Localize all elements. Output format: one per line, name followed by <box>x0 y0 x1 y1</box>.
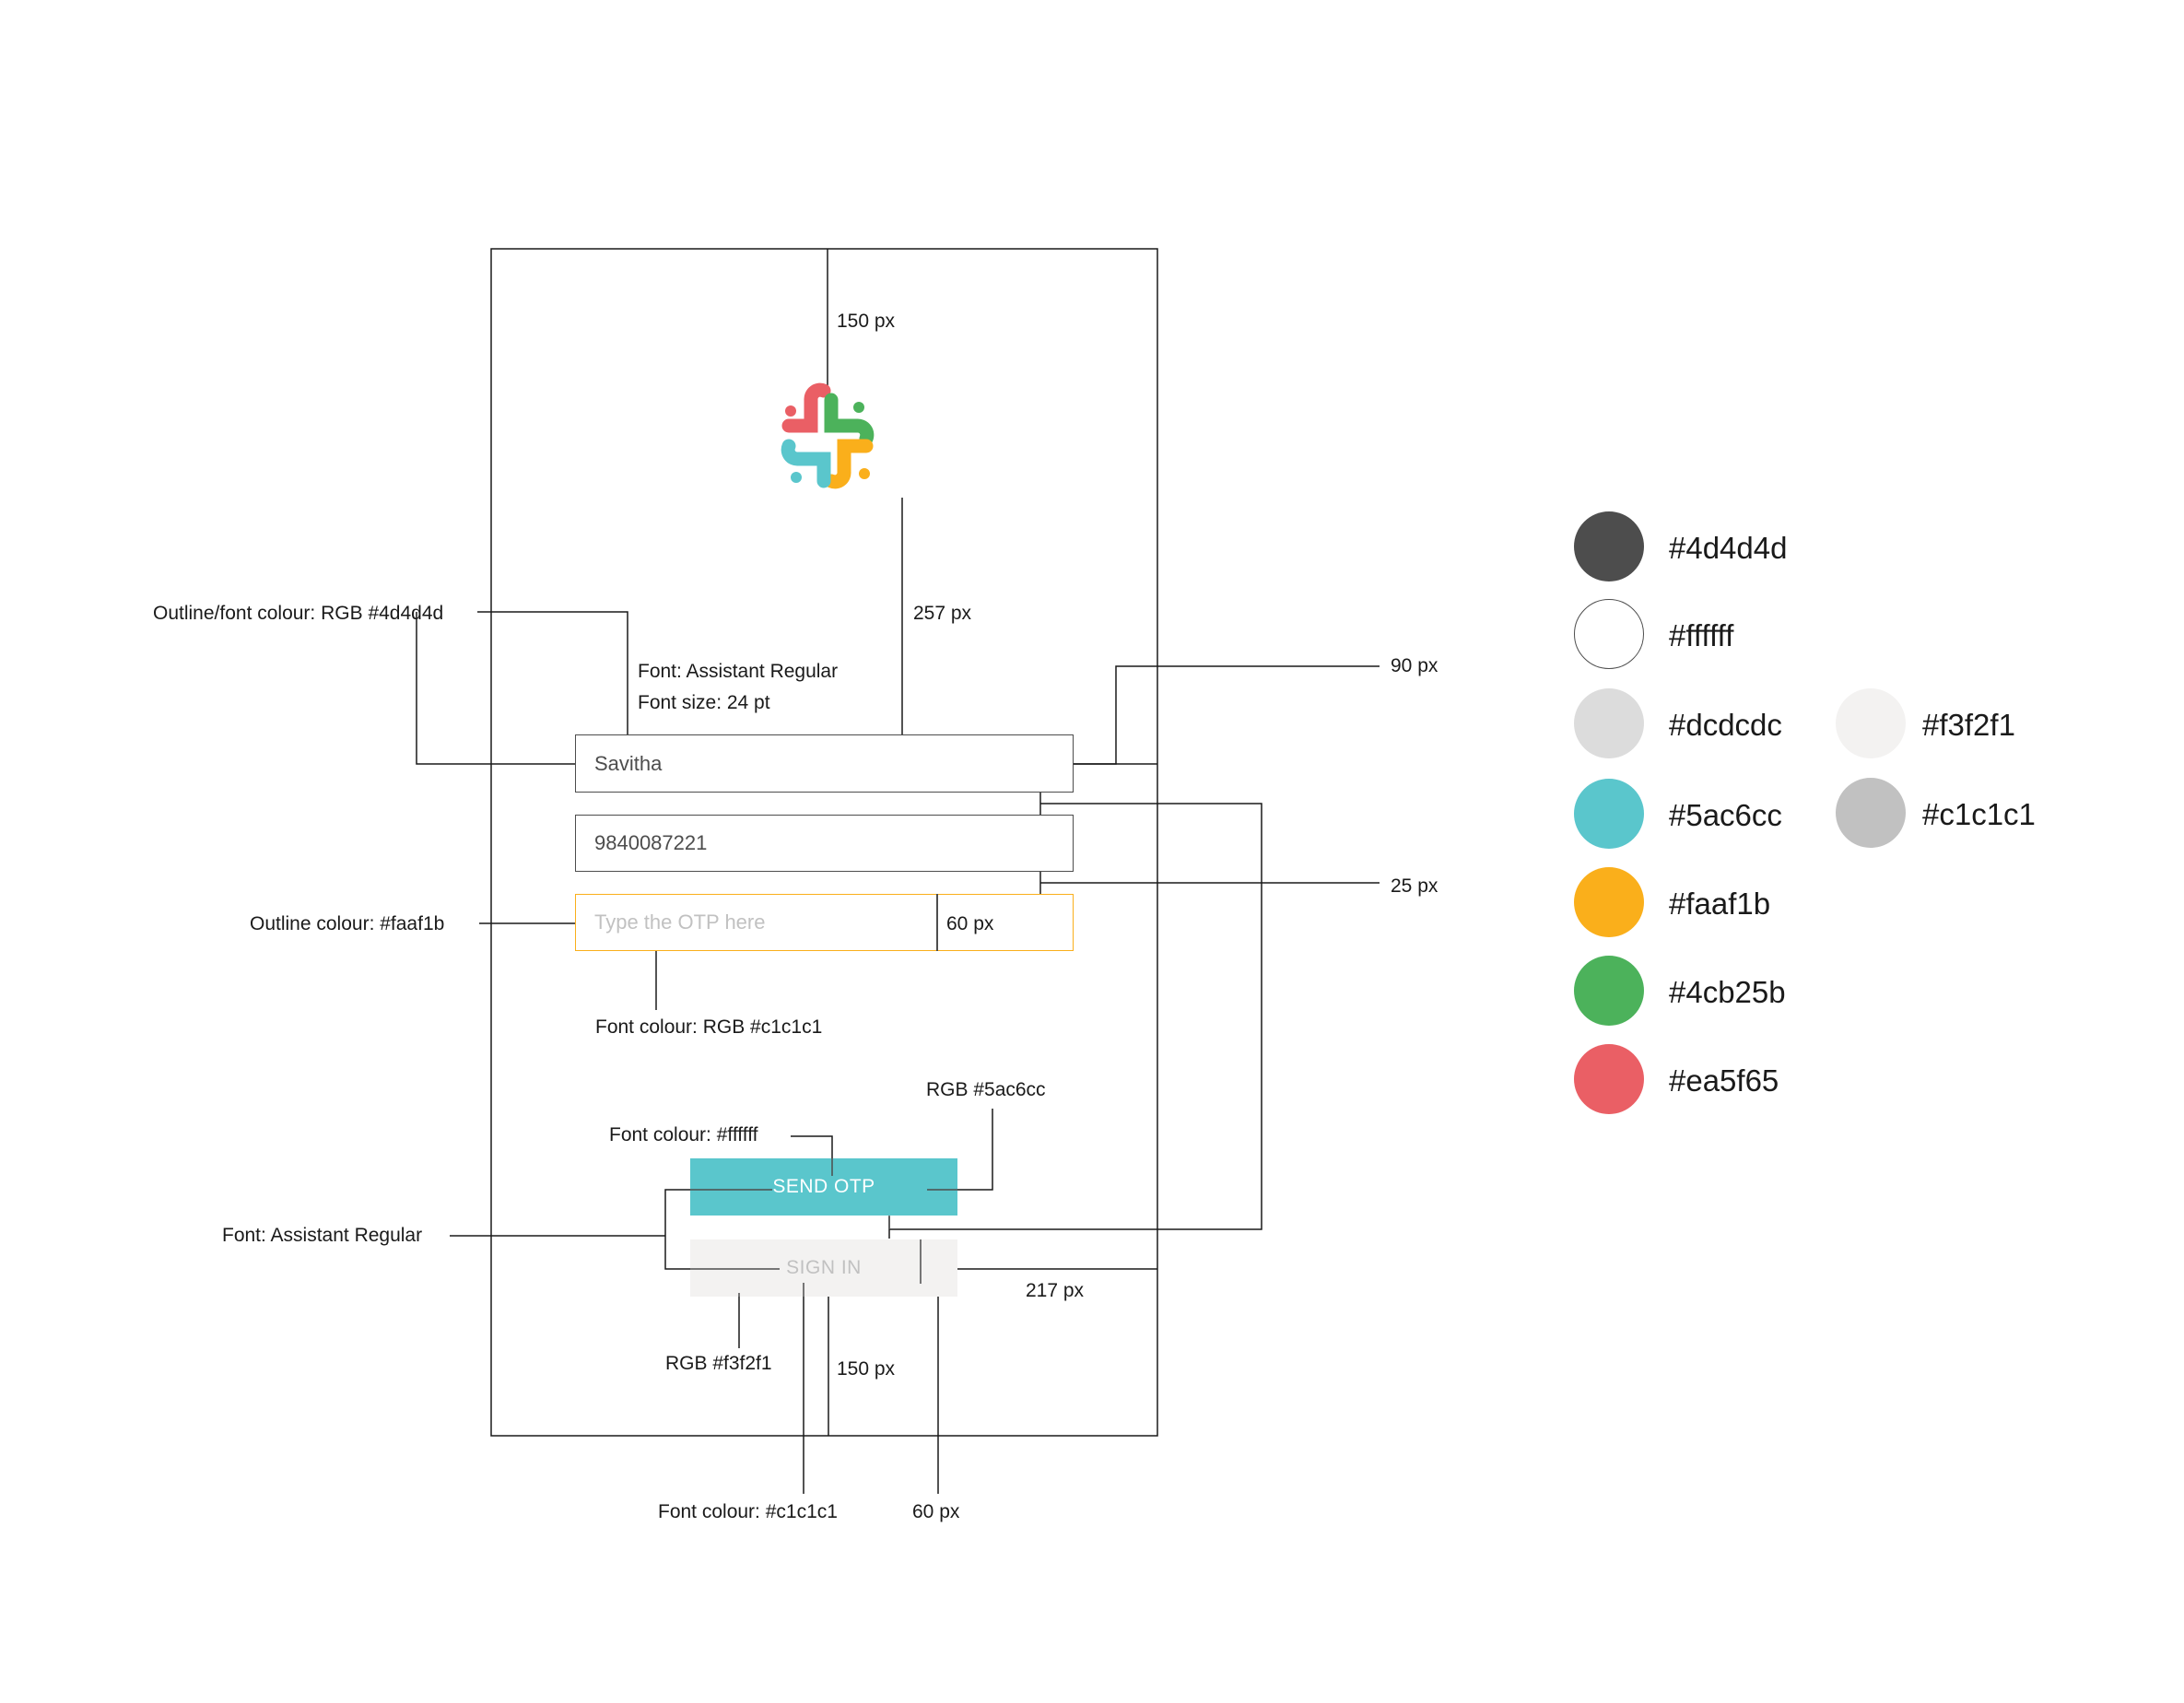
swatch-label-faaf1b: #faaf1b <box>1669 887 1771 921</box>
swatch-4d4d4d <box>1574 511 1644 581</box>
outline-colour-leader-2 <box>416 612 575 765</box>
send-rgb-label: RGB #5ac6cc <box>926 1079 1046 1100</box>
field-to-button-bracket <box>889 803 1262 1230</box>
send-font-colour-label: Font colour: #ffffff <box>609 1124 758 1145</box>
swatch-label-4d4d4d: #4d4d4d <box>1669 531 1788 565</box>
bottom-margin-label: 150 px <box>837 1358 896 1380</box>
swatch-ea5f65 <box>1574 1044 1644 1114</box>
button-font-label: Font: Assistant Regular <box>222 1225 423 1246</box>
field-height-label: 90 px <box>1391 655 1438 676</box>
swatch-4cb25b <box>1574 956 1644 1026</box>
swatch-faaf1b <box>1574 867 1644 937</box>
font-size-label: Font size: 24 pt <box>638 692 770 713</box>
swatch-label-c1c1c1: #c1c1c1 <box>1922 797 2036 831</box>
otp-font-colour-label: Font colour: RGB #c1c1c1 <box>595 1016 823 1038</box>
top-margin-label: 150 px <box>837 311 896 332</box>
logo <box>781 382 875 489</box>
send-otp-button[interactable]: SEND OTP <box>690 1158 957 1216</box>
name-field[interactable]: Savitha <box>575 734 1074 793</box>
otp-field[interactable]: Type the OTP here <box>575 894 1074 951</box>
swatch-label-4cb25b: #4cb25b <box>1669 975 1786 1009</box>
phone-field-value: 9840087221 <box>594 831 708 854</box>
swatch-5ac6cc <box>1574 779 1644 849</box>
swatch-c1c1c1 <box>1836 778 1906 848</box>
otp-width-label: 60 px <box>946 913 994 934</box>
otp-divider <box>936 894 938 951</box>
swatch-dcdcdc <box>1574 688 1644 758</box>
outline-font-colour-label: Outline/font colour: RGB #4d4d4d <box>153 603 444 624</box>
name-field-value: Savitha <box>594 751 663 775</box>
swatch-label-5ac6cc: #5ac6cc <box>1669 798 1782 832</box>
logo-gap-label: 257 px <box>913 603 972 624</box>
sign-in-button[interactable]: SIGN IN <box>690 1239 957 1297</box>
sign-in-label: SIGN IN <box>786 1257 862 1278</box>
phone-field[interactable]: 9840087221 <box>575 815 1074 872</box>
signin-rgb-label: RGB #f3f2f1 <box>665 1353 772 1374</box>
swatch-f3f2f1 <box>1836 688 1906 758</box>
swatch-label-f3f2f1: #f3f2f1 <box>1922 708 2015 742</box>
outline-colour-leader <box>477 611 628 734</box>
field-gap-label: 25 px <box>1391 875 1438 897</box>
signin-font-colour-label: Font colour: #c1c1c1 <box>658 1501 838 1522</box>
swatch-label-dcdcdc: #dcdcdc <box>1669 708 1782 742</box>
otp-outline-label: Outline colour: #faaf1b <box>250 913 445 934</box>
button-height-label: 60 px <box>912 1501 960 1522</box>
font-family-label: Font: Assistant Regular <box>638 661 839 682</box>
swatch-label-ea5f65: #ea5f65 <box>1669 1063 1779 1098</box>
send-otp-label: SEND OTP <box>772 1176 875 1197</box>
swatch-label-ffffff: #ffffff <box>1669 618 1734 652</box>
phone-frame <box>490 248 1158 1437</box>
swatch-ffffff <box>1574 599 1644 669</box>
buttons-gap-label: 217 px <box>1026 1280 1085 1301</box>
otp-placeholder: Type the OTP here <box>594 910 766 934</box>
